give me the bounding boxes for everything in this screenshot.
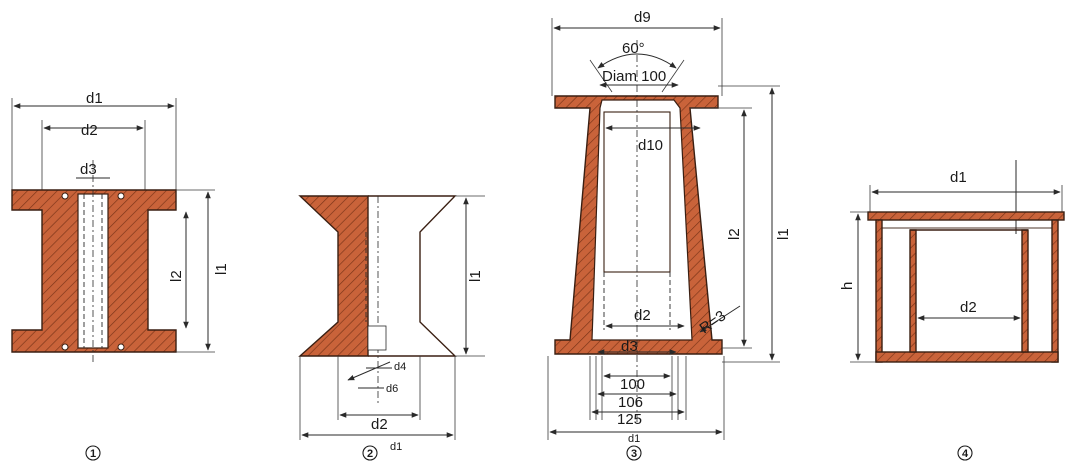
fig2-d2-label: d2 bbox=[371, 416, 388, 433]
fig4-h-label: h bbox=[839, 282, 856, 290]
figure-4-box: d1 d2 h 4 bbox=[839, 160, 1065, 461]
figure-3-marker-text: 3 bbox=[631, 448, 637, 460]
fig3-d2-label: d2 bbox=[634, 307, 651, 324]
fig2-d4-label: d4 bbox=[394, 361, 406, 373]
fig3-dim100-label: 100 bbox=[620, 376, 645, 393]
figure-1-marker-text: 1 bbox=[90, 448, 96, 460]
fig1-d2-label: d2 bbox=[81, 122, 98, 139]
fig1-d3-label: d3 bbox=[80, 161, 97, 178]
fig1-d1-label: d1 bbox=[86, 90, 103, 107]
fig3-diam-label: Diam 100 bbox=[602, 68, 666, 85]
figure-2-cone: l1 d4 d6 d2 d1 2 bbox=[298, 195, 485, 461]
fig3-angle-label: 60° bbox=[622, 40, 645, 57]
fig1-l2-label: l2 bbox=[168, 270, 185, 282]
figure-2-marker-text: 2 bbox=[367, 448, 373, 460]
fig4-lid bbox=[867, 211, 1065, 221]
fig2-d1-label: d1 bbox=[390, 441, 402, 453]
figure-2-marker bbox=[362, 445, 378, 461]
figure-3-marker bbox=[626, 445, 642, 461]
fig2-d6-label: d6 bbox=[386, 383, 398, 395]
fig3-dim106-label: 106 bbox=[618, 394, 643, 411]
figure-4-marker bbox=[957, 445, 973, 461]
fig2-l1-label: l1 bbox=[467, 270, 484, 282]
fig1-l1-label: l1 bbox=[213, 263, 230, 275]
fig2-section bbox=[298, 195, 369, 357]
fig3-l2-label: l2 bbox=[726, 228, 743, 240]
fig3-d9-label: d9 bbox=[634, 9, 651, 26]
fig3-dim125-label: 125 bbox=[617, 411, 642, 428]
figure-1-marker bbox=[85, 445, 101, 461]
fig3-l1-label: l1 bbox=[775, 228, 792, 240]
fig3-d1-label: d1 bbox=[628, 433, 640, 445]
fig4-d1-label: d1 bbox=[950, 169, 967, 186]
figure-1-spool: d1 d2 d3 l1 l2 1 bbox=[11, 90, 230, 461]
fig3-d10-label: d10 bbox=[638, 137, 663, 154]
fig3-d3-label: d3 bbox=[621, 338, 638, 355]
figure-4-marker-text: 4 bbox=[962, 448, 969, 460]
figure-3-flanged-tube: d9 60° Diam 100 d10 l2 l1 d2 bbox=[547, 9, 792, 461]
fig4-d2-label: d2 bbox=[960, 299, 977, 316]
